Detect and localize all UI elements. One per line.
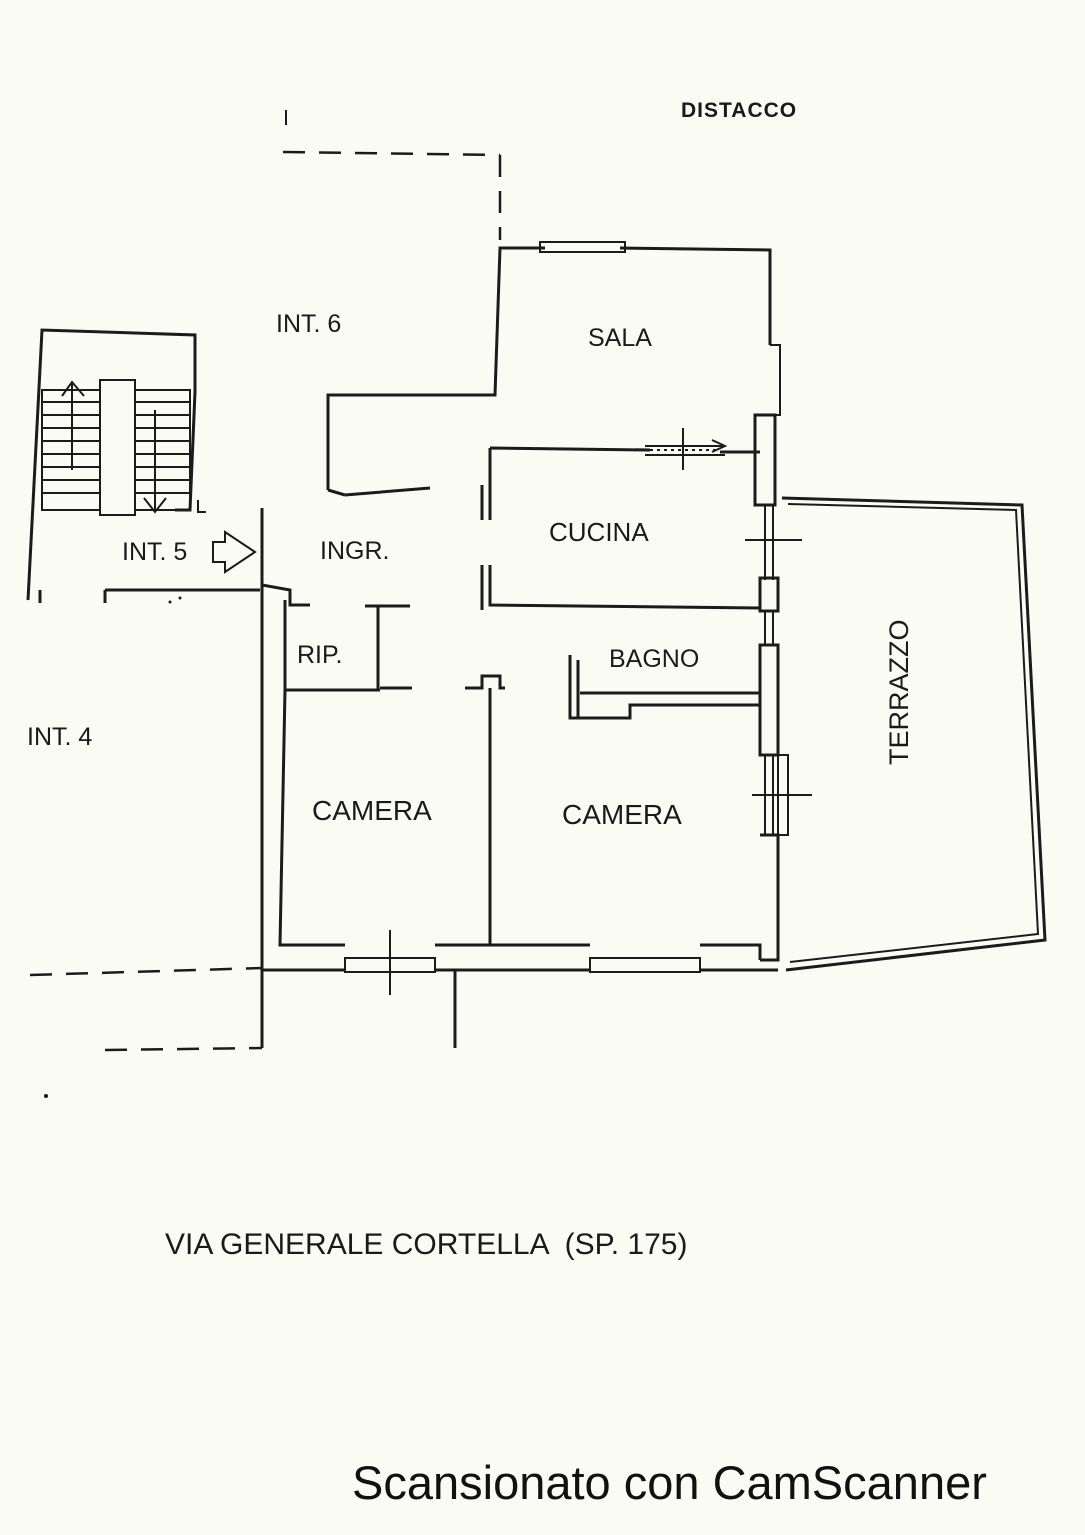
entrance-arrow-icon: [212, 530, 257, 574]
apartment-walls: [260, 241, 812, 1048]
label-rip: RIP.: [297, 641, 342, 669]
label-camera-right: CAMERA: [562, 799, 682, 830]
label-int-6: INT. 6: [276, 310, 341, 338]
label-camera-left: CAMERA: [312, 795, 432, 826]
terrace: [781, 496, 1047, 972]
label-cucina: CUCINA: [549, 517, 649, 547]
label-ingr: INGR.: [320, 537, 389, 565]
street-boundary: [29, 966, 263, 1098]
landing-walls: [38, 588, 260, 604]
label-int-4: INT. 4: [27, 723, 92, 751]
distacco-outline: [282, 110, 502, 240]
label-terrazzo: TERRAZZO: [884, 620, 914, 766]
label-distacco: DISTACCO: [681, 99, 797, 122]
scanner-watermark: Scansionato con CamScanner: [352, 1456, 987, 1509]
label-bagno: BAGNO: [609, 645, 699, 673]
staircase: [26, 328, 206, 601]
street-name: VIA GENERALE CORTELLA (SP. 175): [165, 1228, 688, 1261]
label-int-5: INT. 5: [122, 538, 187, 566]
label-sala: SALA: [588, 324, 652, 352]
